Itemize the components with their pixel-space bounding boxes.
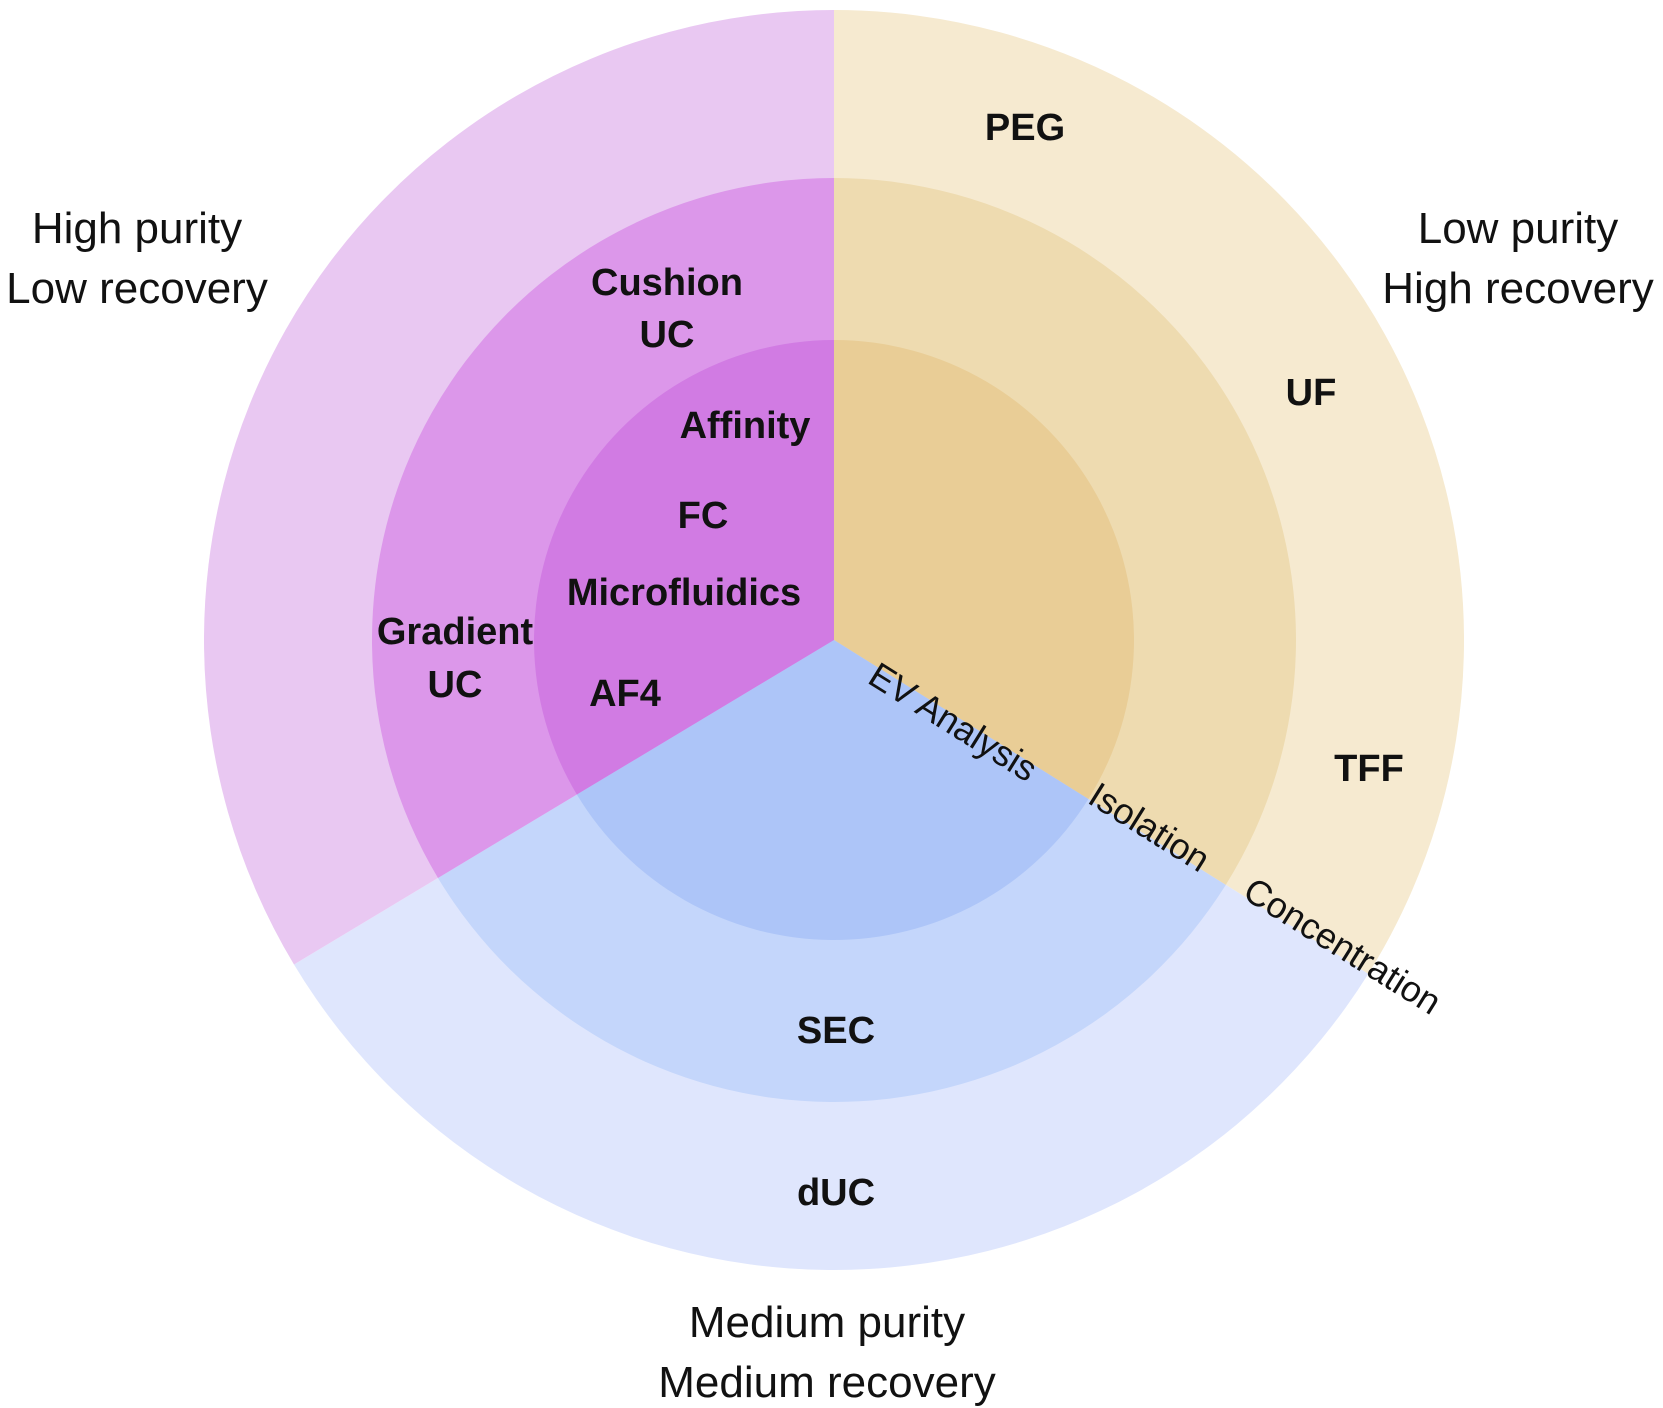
high-purity-line2: Low recovery xyxy=(6,264,268,313)
method-fc: FC xyxy=(678,495,729,537)
method-cushion-uc-line1: Cushion xyxy=(591,262,743,304)
medium-purity-line2: Medium recovery xyxy=(658,1358,995,1407)
method-uf: UF xyxy=(1286,372,1337,414)
low-purity-label: Low purity High recovery xyxy=(1382,204,1653,313)
method-peg: PEG xyxy=(985,107,1065,149)
method-duc: dUC xyxy=(797,1172,875,1214)
high-purity-line1: High purity xyxy=(32,204,242,253)
method-gradient-uc-line1: Gradient xyxy=(377,611,534,653)
method-af4: AF4 xyxy=(589,673,661,715)
high-purity-label: High purity Low recovery xyxy=(6,204,268,313)
low-purity-line2: High recovery xyxy=(1382,264,1653,313)
method-tff: TFF xyxy=(1334,748,1404,790)
ring-wedges xyxy=(204,10,1464,1270)
medium-purity-wedge-ring-3 xyxy=(576,640,1089,940)
medium-purity-label: Medium purity Medium recovery xyxy=(658,1298,995,1407)
method-affinity: Affinity xyxy=(680,405,811,447)
low-purity-line1: Low purity xyxy=(1418,204,1619,253)
high-purity-wedge-ring-3 xyxy=(534,340,834,795)
method-microfluidics: Microfluidics xyxy=(567,572,801,614)
low-purity-wedge-ring-3 xyxy=(834,340,1134,799)
medium-purity-line1: Medium purity xyxy=(689,1298,965,1347)
method-sec: SEC xyxy=(797,1010,875,1052)
method-cushion-uc-line2: UC xyxy=(640,314,695,356)
method-gradient-uc-line2: UC xyxy=(428,664,483,706)
